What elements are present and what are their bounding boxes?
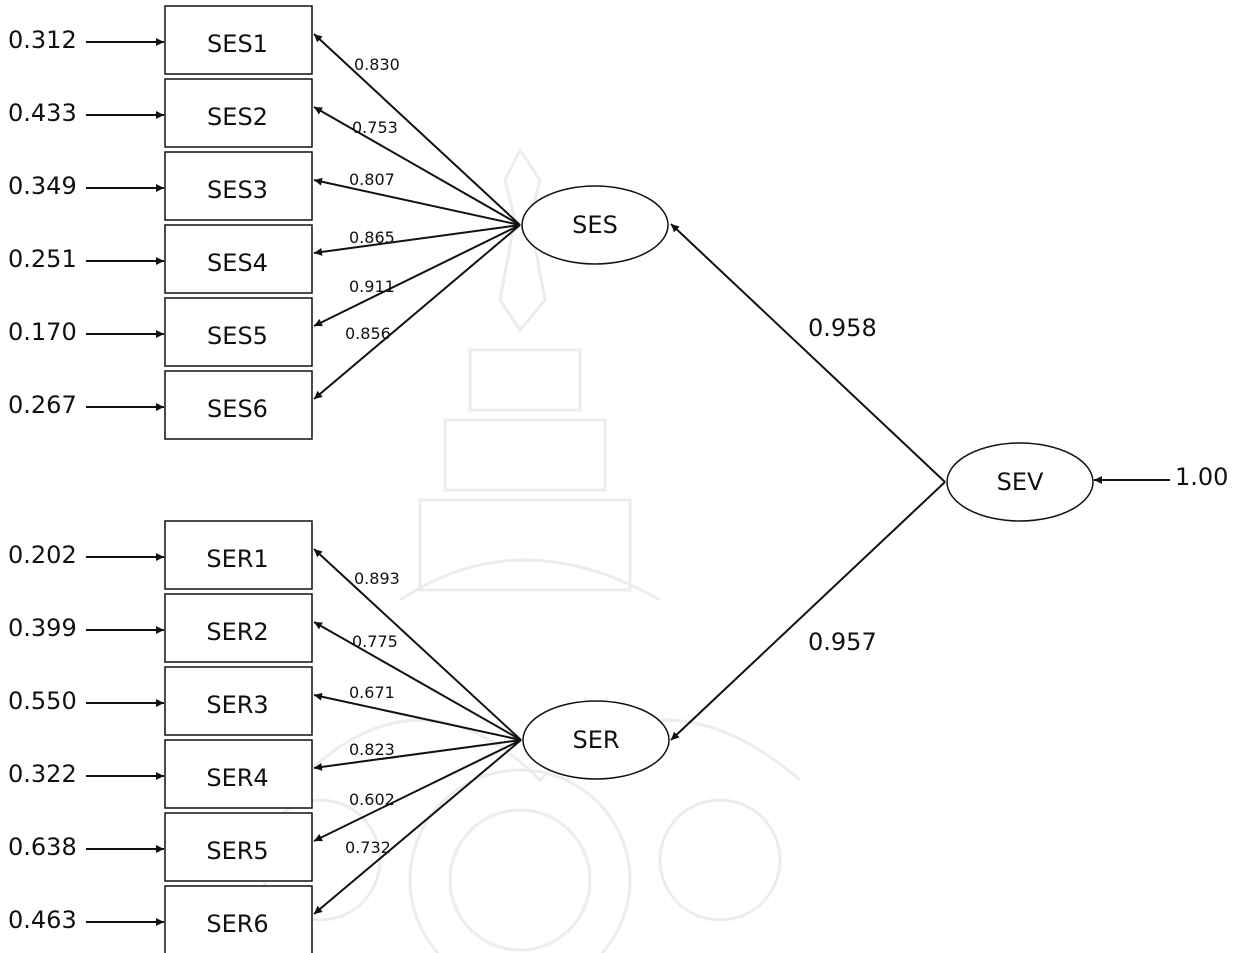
factor-ses: SES [521, 185, 669, 265]
error-value: 0.312 [8, 26, 77, 54]
indicator-box [164, 78, 313, 148]
loading-labels: 0.830 0.753 0.807 0.865 0.911 0.856 0.893 0.775… [345, 55, 400, 857]
indicator-box [164, 885, 313, 953]
loading-arrow [313, 224, 521, 327]
indicator-box [164, 151, 313, 221]
loading-value: 0.671 [349, 683, 395, 702]
loading-value: 0.823 [349, 740, 395, 759]
indicator-label: SES5 [207, 322, 268, 350]
indicator-ses5: SES5 [164, 297, 313, 367]
path-sev-to-ser [670, 481, 946, 741]
indicator-ses4: SES4 [164, 224, 313, 294]
error-value: 0.463 [8, 906, 77, 934]
loading-value: 0.893 [354, 569, 400, 588]
indicator-box [164, 812, 313, 882]
indicator-ses2: SES2 [164, 78, 313, 148]
error-value: 0.349 [8, 172, 77, 200]
loading-arrow [313, 33, 521, 226]
indicator-label: SER5 [206, 837, 268, 865]
loading-value: 0.753 [352, 118, 398, 137]
indicator-boxes: SES1SES2SES3SES4SES5SES6SER1SER2SER3SER4… [164, 5, 313, 953]
factor-sev-label: SEV [997, 468, 1044, 496]
watermark-seal [258, 147, 801, 953]
loading-value: 0.602 [349, 790, 395, 809]
error-value: 0.322 [8, 760, 77, 788]
indicator-label: SES6 [207, 395, 268, 423]
indicator-box [164, 5, 313, 75]
error-value: 0.399 [8, 614, 77, 642]
indicator-ses6: SES6 [164, 370, 313, 440]
error-value: 0.202 [8, 541, 77, 569]
loading-arrow [313, 106, 521, 226]
indicator-ser2: SER2 [164, 593, 313, 663]
factor-ser: SER [522, 700, 670, 780]
indicator-label: SER4 [206, 764, 268, 792]
factor-sev: SEV [946, 442, 1094, 522]
loading-arrow [313, 548, 522, 741]
indicator-box [164, 666, 313, 736]
indicator-ses1: SES1 [164, 5, 313, 75]
indicator-label: SER2 [206, 618, 268, 646]
indicator-label: SER6 [206, 910, 268, 938]
loading-value: 0.732 [345, 838, 391, 857]
indicator-label: SES4 [207, 249, 268, 277]
factor-ser-label: SER [572, 726, 619, 754]
indicator-label: SER3 [206, 691, 268, 719]
indicator-ses3: SES3 [164, 151, 313, 221]
error-value: 0.433 [8, 99, 77, 127]
error-labels: 0.312 0.433 0.349 0.251 0.170 0.267 0.202 0.399… [8, 26, 77, 934]
loading-value: 0.807 [349, 170, 395, 189]
loading-arrow [313, 224, 521, 256]
loading-arrow [313, 739, 522, 842]
loading-value: 0.856 [345, 324, 391, 343]
path-sev-to-ses [670, 223, 946, 483]
error-value: 0.170 [8, 318, 77, 346]
indicator-label: SER1 [206, 545, 268, 573]
indicator-box [164, 224, 313, 294]
loading-arrow [313, 224, 521, 400]
error-value: 0.550 [8, 687, 77, 715]
loading-arrow [313, 177, 521, 226]
indicator-box [164, 370, 313, 440]
factor-ses-label: SES [572, 211, 618, 239]
loading-arrow [313, 739, 522, 771]
loading-arrow [313, 692, 522, 741]
indicator-box [164, 520, 313, 590]
indicator-ser3: SER3 [164, 666, 313, 736]
loading-value: 0.911 [349, 277, 395, 296]
path-coefficient-ses: 0.958 [808, 314, 877, 342]
indicator-ser1: SER1 [164, 520, 313, 590]
indicator-box [164, 593, 313, 663]
path-coefficient-ser: 0.957 [808, 628, 877, 656]
sev-error-value: 1.00 [1175, 463, 1228, 491]
indicator-box [164, 297, 313, 367]
indicator-label: SES2 [207, 103, 268, 131]
error-value: 0.251 [8, 245, 77, 273]
indicator-label: SES1 [207, 30, 268, 58]
error-value: 0.638 [8, 833, 77, 861]
path-arrows [86, 33, 1170, 926]
loading-arrow [313, 739, 522, 915]
loading-value: 0.865 [349, 228, 395, 247]
loading-value: 0.775 [352, 632, 398, 651]
indicator-ser4: SER4 [164, 739, 313, 809]
indicator-label: SES3 [207, 176, 268, 204]
indicator-box [164, 739, 313, 809]
indicator-ser5: SER5 [164, 812, 313, 882]
indicator-ser6: SER6 [164, 885, 313, 953]
loading-value: 0.830 [354, 55, 400, 74]
loading-arrow [313, 621, 522, 741]
error-value: 0.267 [8, 391, 77, 419]
